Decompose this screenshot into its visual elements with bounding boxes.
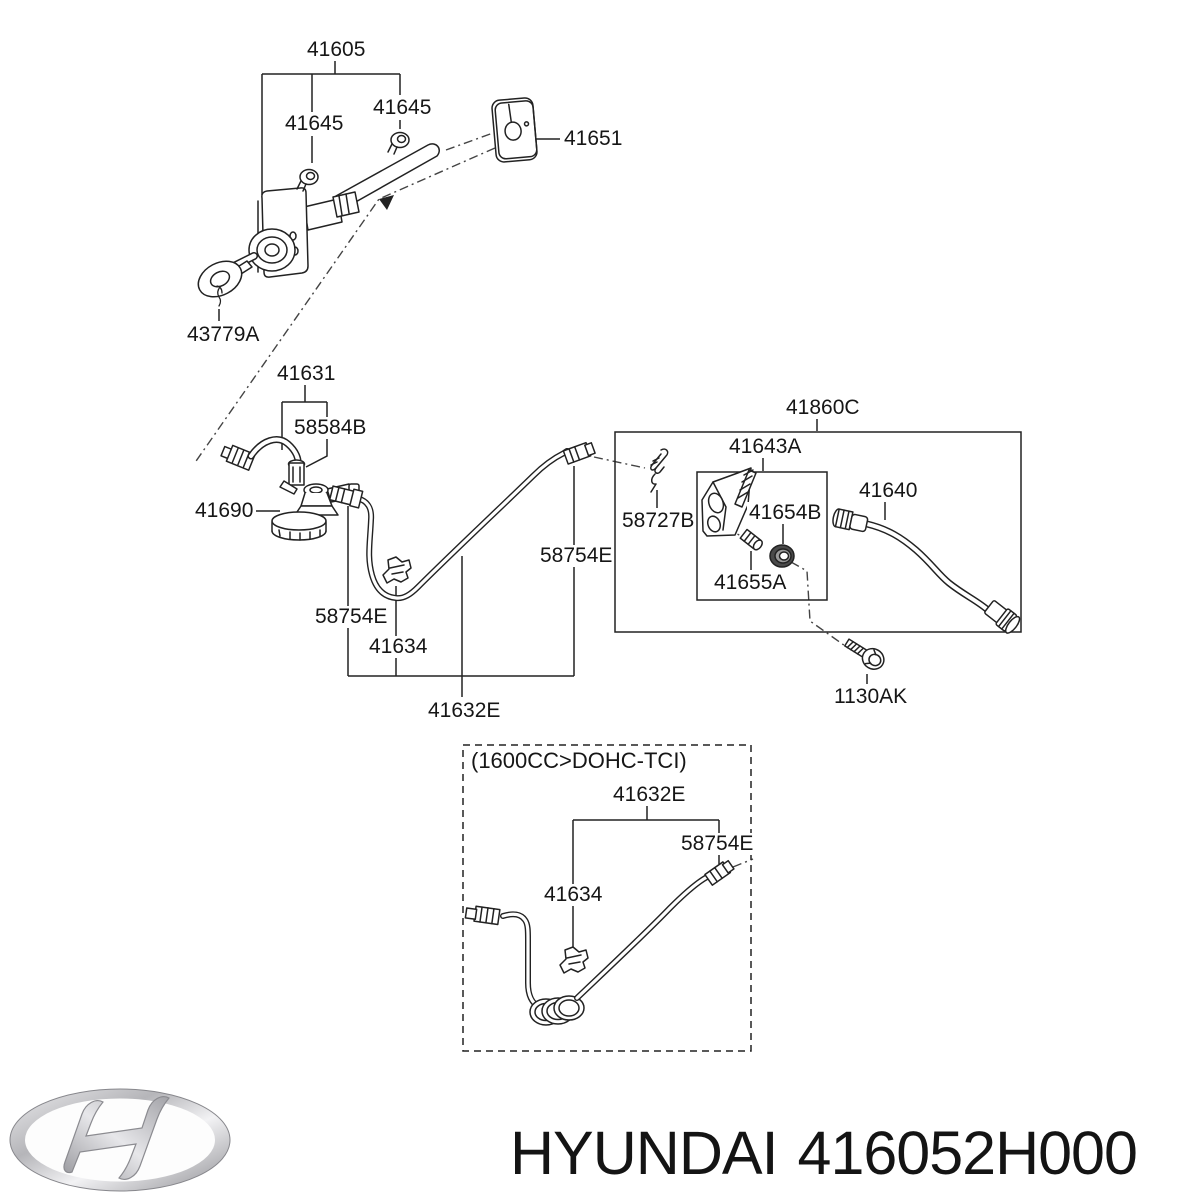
part-label-41640: 41640 — [857, 479, 920, 502]
part-label-58727B: 58727B — [620, 509, 697, 532]
tube-clamp-left-drawing — [296, 168, 319, 192]
part-label-1130AK: 1130AK — [832, 685, 910, 708]
tube-clip-mid-drawing — [382, 556, 412, 584]
part-label-58584B: 58584B — [292, 416, 369, 439]
part-label-41631: 41631 — [275, 362, 338, 385]
part-label-43779A: 43779A — [185, 323, 262, 346]
brand-text: HYUNDAI — [510, 1119, 779, 1187]
leader-lines — [218, 60, 1022, 1052]
footer-title: HYUNDAI 416052H000 — [510, 1118, 1138, 1188]
bracket-41643A-drawing — [701, 467, 757, 537]
cotter-pin-drawing — [216, 285, 223, 307]
part-label-58754E-mid-left: 58754E — [313, 605, 390, 628]
clutch-hose-drawing — [220, 436, 306, 486]
part-label-41645-left: 41645 — [283, 112, 346, 135]
tube-clip-lower-drawing — [559, 946, 589, 974]
part-label-41645-right: 41645 — [371, 96, 434, 119]
engine-variant-note: (1600CC>DOHC-TCI) — [469, 748, 689, 773]
axis-arrowhead — [379, 195, 394, 210]
part-label-41605: 41605 — [305, 38, 368, 61]
grommet-41654B-drawing — [769, 544, 795, 568]
part-label-58754E-lower: 58754E — [679, 832, 756, 855]
clutch-hose-41640-drawing — [832, 508, 1021, 634]
part-label-41634-lower: 41634 — [542, 883, 605, 906]
hyundai-h-mark — [63, 1096, 170, 1180]
bolt-1130AK-drawing — [844, 638, 885, 670]
part-label-41632E-mid: 41632E — [426, 699, 503, 722]
hyundai-logo — [9, 1088, 231, 1192]
variant-tube-drawing — [464, 859, 735, 1026]
part-label-41654B: 41654B — [747, 501, 824, 524]
gasket-drawing — [491, 97, 538, 163]
clutch-tube-drawing — [328, 441, 596, 602]
clip-58727B-drawing — [650, 448, 669, 493]
part-number-text: 416052H000 — [797, 1119, 1138, 1187]
part-label-41655A: 41655A — [712, 571, 789, 594]
part-label-41860C: 41860C — [784, 396, 862, 419]
part-label-41690: 41690 — [193, 499, 256, 522]
part-label-58754E-mid-right: 58754E — [538, 544, 615, 567]
master-cylinder-drawing — [197, 143, 440, 307]
part-label-41632E-lower: 41632E — [611, 783, 688, 806]
part-label-41643A: 41643A — [727, 435, 804, 458]
tube-clamp-right-drawing — [387, 131, 410, 155]
part-label-41651: 41651 — [562, 127, 625, 150]
part-label-41634-mid: 41634 — [367, 635, 430, 658]
bolt-41655A-drawing — [739, 528, 763, 551]
